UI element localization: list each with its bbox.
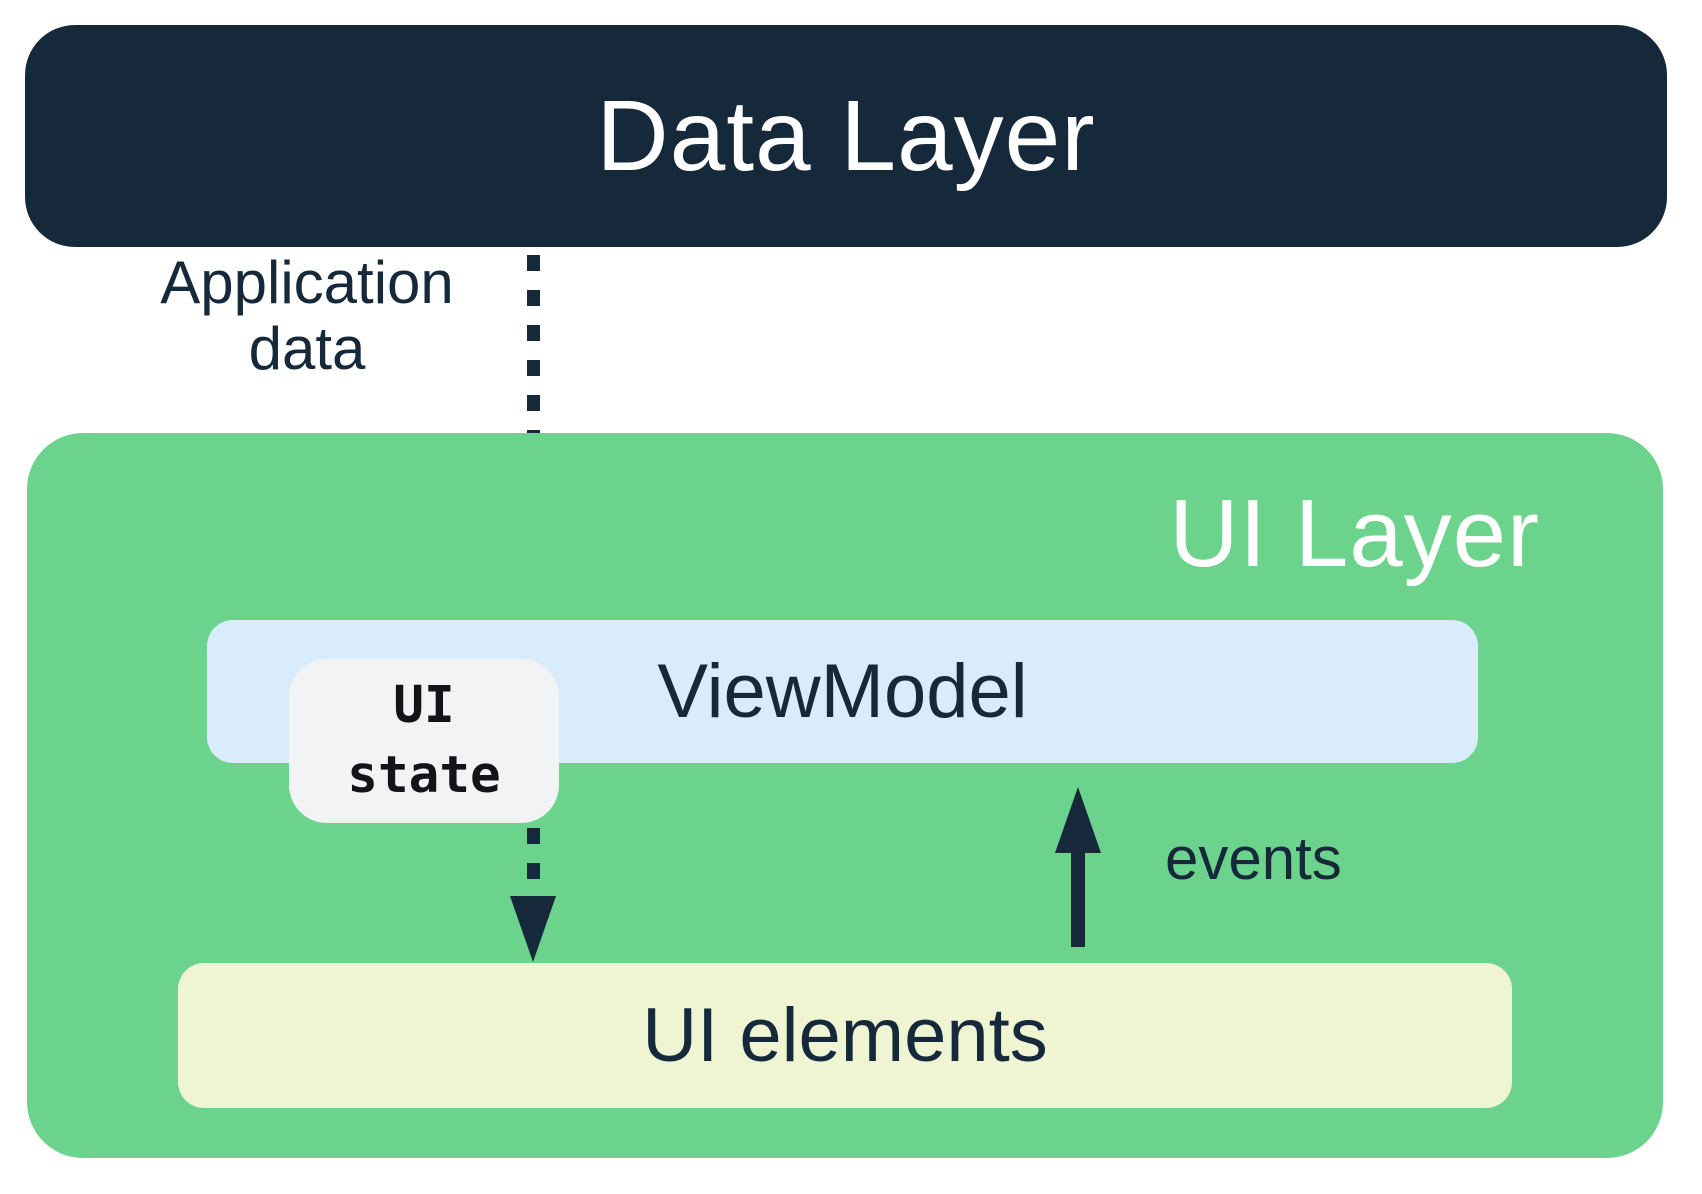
- ui-state-label-line2: state: [347, 746, 501, 805]
- ui-layer-label: UI Layer: [1169, 480, 1540, 587]
- events-label: events: [1165, 825, 1342, 892]
- events-arrow-shaft: [1071, 845, 1085, 947]
- ui-state-dotted-arrow: [527, 828, 540, 890]
- ui-state-label-line1: UI: [393, 676, 455, 735]
- application-data-label: Application data: [140, 250, 474, 382]
- viewmodel-label: ViewModel: [657, 648, 1028, 734]
- ui-elements-label: UI elements: [642, 992, 1048, 1078]
- application-data-label-line1: Application: [160, 249, 454, 316]
- ui-state-box: UI state: [289, 659, 559, 823]
- ui-elements-bar: UI elements: [178, 963, 1512, 1108]
- data-layer-box: Data Layer: [25, 25, 1667, 247]
- arrowhead-up-icon: [1055, 787, 1101, 853]
- data-layer-label: Data Layer: [596, 80, 1096, 192]
- arrowhead-down-icon: [510, 896, 556, 962]
- application-data-label-line2: data: [248, 315, 366, 382]
